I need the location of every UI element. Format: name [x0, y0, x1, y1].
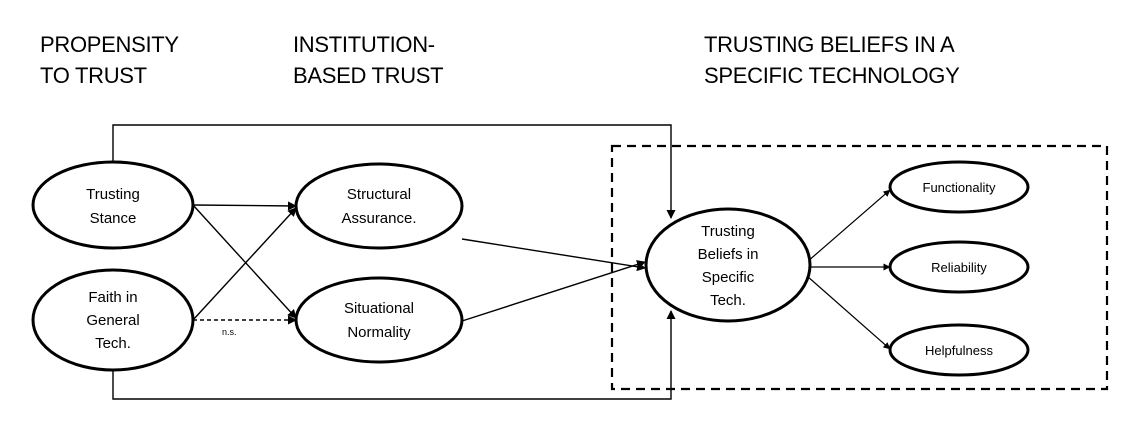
node-label: Beliefs in: [698, 246, 759, 263]
node-label: Structural: [347, 186, 411, 203]
node-label: Trusting: [701, 223, 755, 240]
node-label: Faith in: [88, 289, 137, 306]
path-beliefs-to-helpfulness: [806, 275, 891, 350]
header-line: INSTITUTION-: [293, 32, 435, 57]
header-line: PROPENSITY: [40, 32, 179, 57]
node-label: Assurance.: [341, 210, 416, 227]
outcome-helpfulness: Helpfulness: [888, 323, 1030, 377]
node-label: Tech.: [95, 335, 131, 352]
node-label: Situational: [344, 300, 414, 317]
node-label: Specific: [702, 269, 755, 286]
header-line: TO TRUST: [40, 63, 147, 88]
node-structural-assurance: Structural Assurance.: [294, 162, 464, 250]
header-institution-based-trust: INSTITUTION- BASED TRUST: [293, 29, 444, 91]
path-faith-to-beliefs: [112, 310, 676, 400]
header-line: BASED TRUST: [293, 63, 444, 88]
path-situational-to-beliefs: [461, 260, 646, 322]
header-line: SPECIFIC TECHNOLOGY: [704, 63, 960, 88]
path-faith-to-structural: [192, 207, 297, 321]
path-stance-to-beliefs: [112, 124, 676, 219]
path-stance-to-structural: [192, 201, 297, 211]
outcome-label: Functionality: [923, 180, 996, 195]
path-beliefs-to-functionality: [806, 189, 891, 263]
header-propensity-to-trust: PROPENSITY TO TRUST: [40, 29, 179, 91]
node-trusting-beliefs-specific-tech: Trusting Beliefs in Specific Tech.: [644, 207, 812, 323]
outcome-functionality: Functionality: [888, 160, 1030, 214]
node-faith-in-general-tech: Faith in General Tech.: [31, 268, 195, 372]
path-structural-to-beliefs: [461, 238, 646, 272]
node-situational-normality: Situational Normality: [294, 276, 464, 364]
outcome-label: Helpfulness: [925, 343, 993, 358]
node-label: Normality: [347, 324, 411, 341]
outcome-label: Reliability: [931, 260, 987, 275]
non-significant-label: n.s.: [222, 327, 237, 337]
node-trusting-stance: Trusting Stance: [31, 160, 195, 250]
header-line: TRUSTING BELIEFS IN A: [704, 32, 955, 57]
header-trusting-beliefs-specific-technology: TRUSTING BELIEFS IN A SPECIFIC TECHNOLOG…: [704, 29, 960, 91]
path-stance-to-situational: [192, 204, 297, 319]
trusting-beliefs-group-box: [610, 144, 1109, 391]
outcome-reliability: Reliability: [888, 240, 1030, 294]
node-label: General: [86, 312, 139, 329]
node-label: Stance: [90, 210, 137, 227]
node-label: Tech.: [710, 292, 746, 309]
node-label: Trusting: [86, 186, 140, 203]
